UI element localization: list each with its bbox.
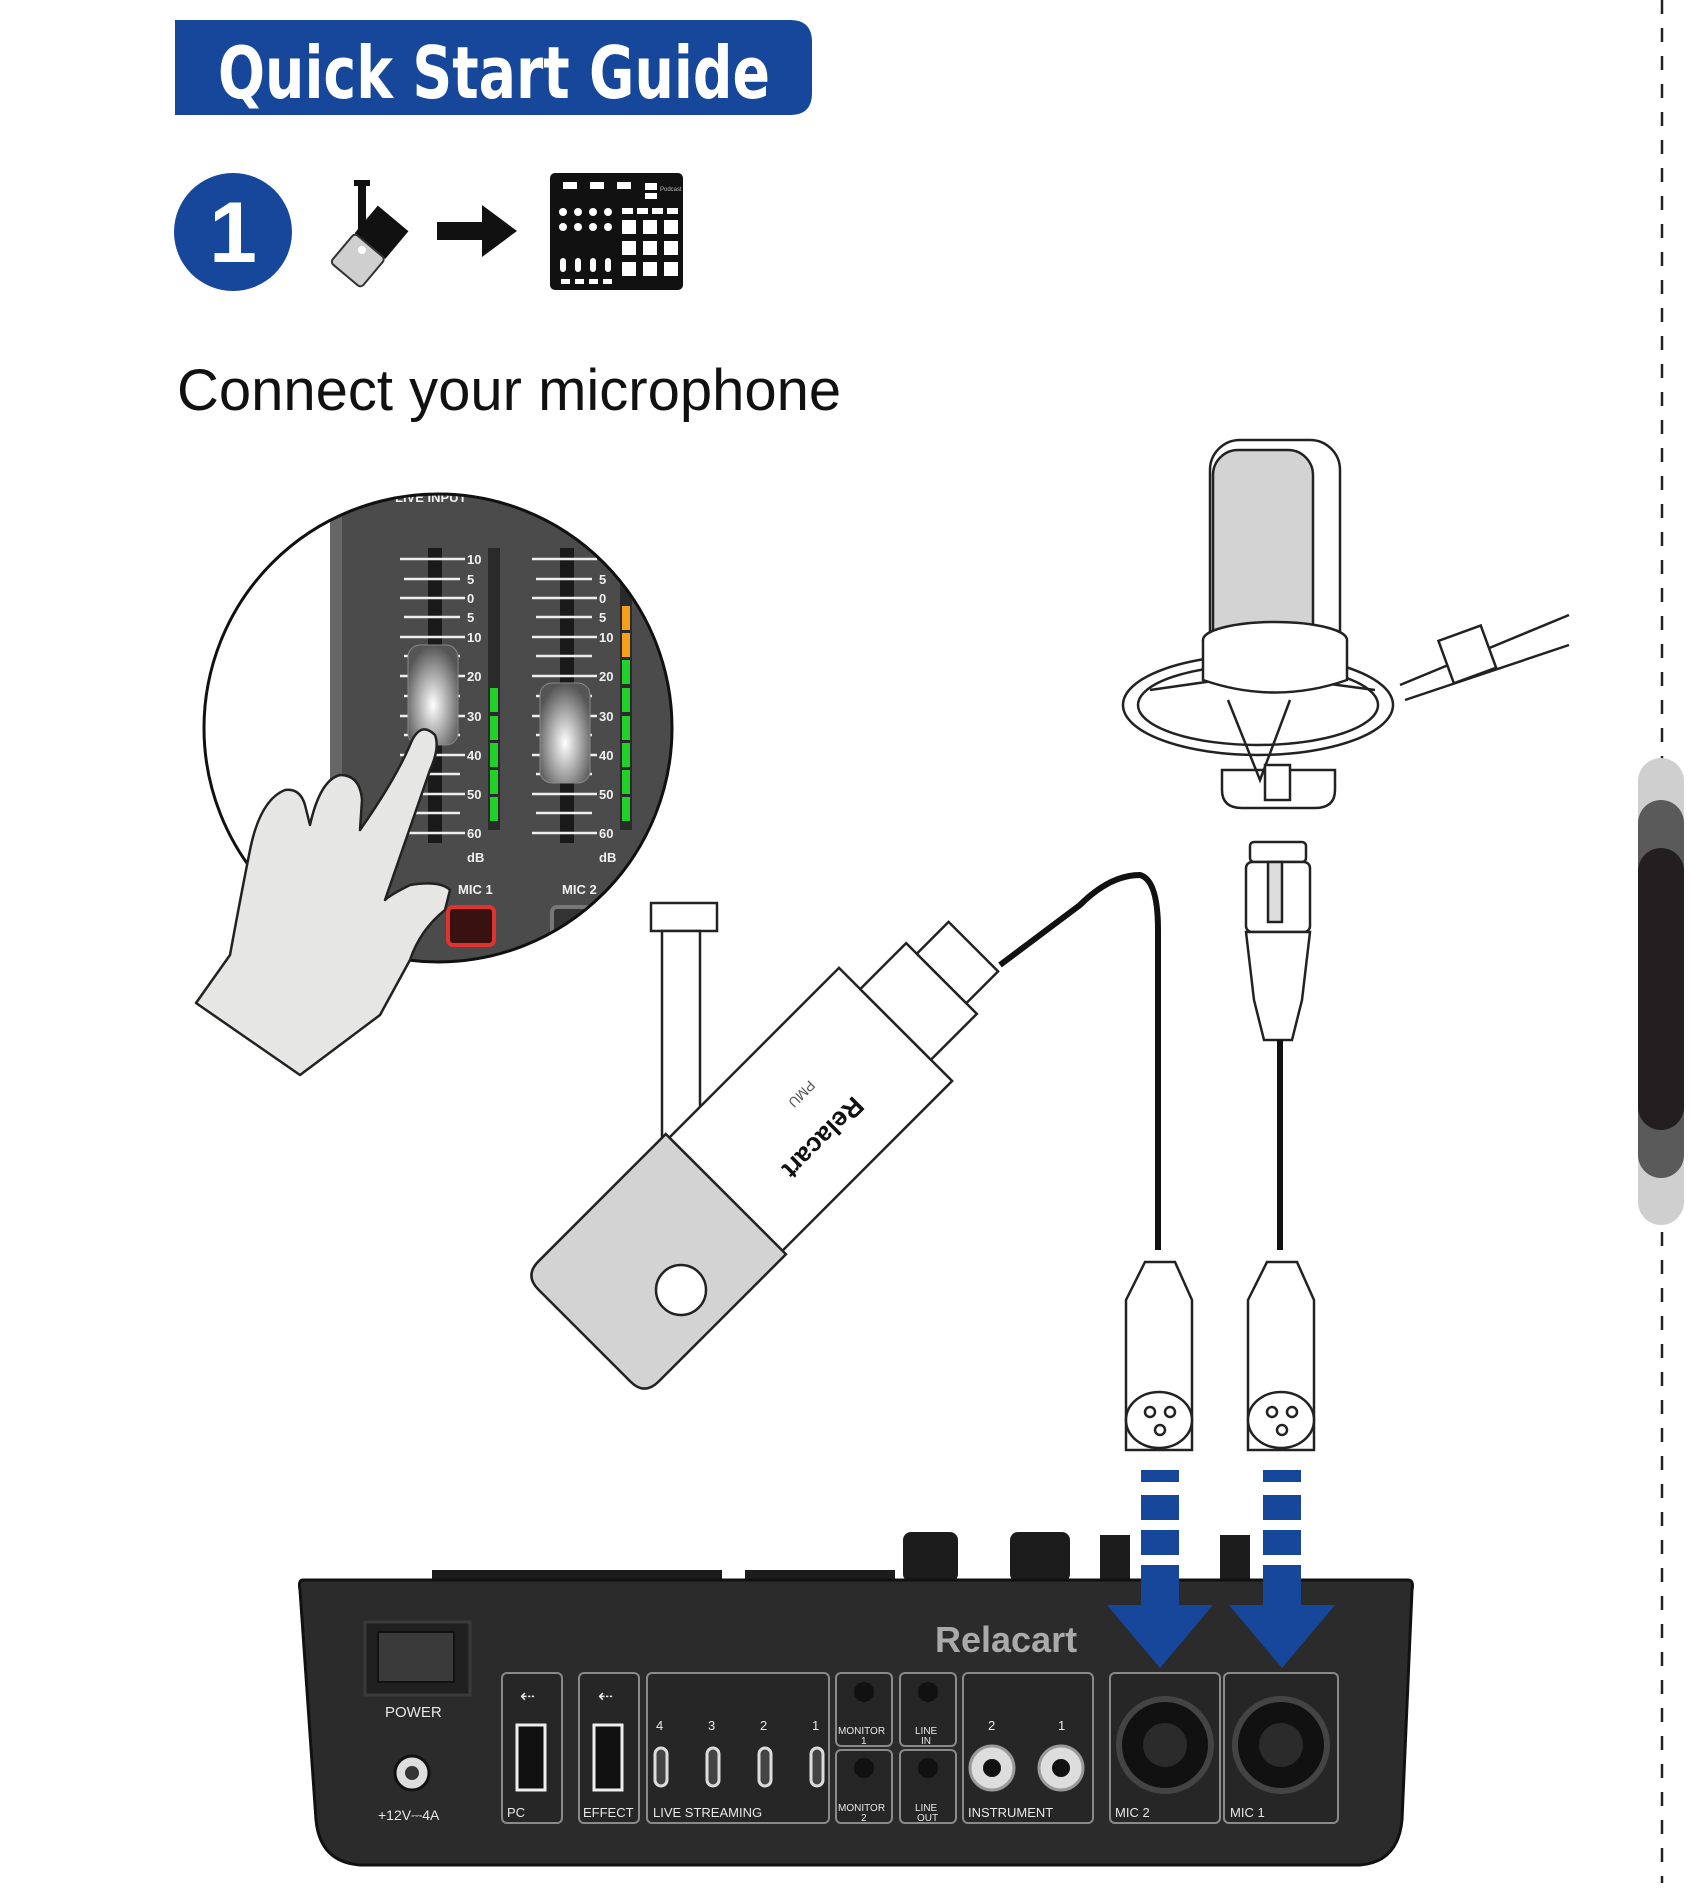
dynamic-microphone: Relacart PMU — [530, 901, 1000, 1390]
scale-label: 5 — [599, 610, 606, 625]
port-number: 1 — [812, 1718, 819, 1733]
port-number: 2 — [760, 1718, 767, 1733]
scale-unit: dB — [599, 850, 616, 865]
mixer-rear-panel: Relacart POWER +12V⎓4A ⇠ ⇠ PC EFFECT LIV… — [297, 1532, 1414, 1867]
channel-label-mic-1: MIC 1 — [458, 882, 493, 897]
port-number: 1 — [1058, 1718, 1065, 1733]
scale-label: 10 — [467, 552, 481, 567]
power-switch[interactable] — [377, 1631, 455, 1683]
hand-illustration — [194, 728, 452, 1077]
scale-label: 60 — [599, 826, 613, 841]
level-meter-mic-2 — [622, 606, 630, 821]
port-number: 3 — [708, 1718, 715, 1733]
scale-label: 20 — [467, 669, 481, 684]
scale-label: 0 — [599, 591, 606, 606]
mixer-brand: Relacart — [935, 1619, 1077, 1660]
power-label: POWER — [385, 1704, 442, 1721]
microphone-icon — [330, 180, 409, 288]
xlr-cable-mic-2 — [998, 871, 1161, 1250]
level-meter-mic-1 — [490, 688, 498, 821]
port-label-line-in-sub: IN — [921, 1736, 931, 1747]
port-label-effect: EFFECT — [583, 1805, 634, 1820]
usb-icon: ⇠ — [520, 1686, 535, 1706]
port-label-line-out: LINE — [915, 1803, 938, 1814]
port-label-pc: PC — [507, 1805, 525, 1820]
channel-label-mic-2: MIC 2 — [562, 882, 597, 897]
port-label-mic-1: MIC 1 — [1230, 1805, 1265, 1820]
scale-label: 5 — [599, 572, 606, 587]
xlr-male-connector-left — [1124, 1260, 1194, 1452]
usb-port-pc[interactable] — [515, 1723, 547, 1792]
condenser-microphone — [1121, 438, 1570, 810]
title-banner: Quick Start Guide — [175, 20, 812, 115]
port-label-monitor-2: MONITOR — [838, 1803, 885, 1814]
scale-label: 30 — [467, 709, 481, 724]
port-label-monitor-2-number: 2 — [861, 1813, 867, 1824]
mixer-icon-brand: Podcast — [660, 187, 682, 193]
scale-label: 0 — [467, 591, 474, 606]
monitor-1-jack[interactable] — [854, 1682, 874, 1702]
scale-label: 5 — [467, 610, 474, 625]
xlr-female-connector — [1244, 840, 1312, 1042]
port-label-monitor-1: MONITOR — [838, 1726, 885, 1737]
scale-label: 40 — [599, 748, 613, 763]
scrollbar[interactable] — [1638, 758, 1684, 1225]
port-label-mic-2: MIC 2 — [1115, 1805, 1150, 1820]
insert-arrow-mic-1 — [1229, 1470, 1335, 1668]
port-label-instrument: INSTRUMENT — [968, 1805, 1053, 1820]
section-label: LIVE INPUT — [395, 490, 467, 505]
port-number: 2 — [988, 1718, 995, 1733]
usb-c-port-4[interactable] — [653, 1746, 669, 1788]
mute-button-mic-2[interactable] — [550, 905, 600, 947]
fader-knob-mic-2[interactable] — [539, 682, 591, 784]
scale-label: 40 — [467, 748, 481, 763]
scale-label: 50 — [467, 787, 481, 802]
scale-label: 30 — [599, 709, 613, 724]
xlr-male-connector-right — [1246, 1260, 1316, 1452]
podcast-mixer-icon: Podcast — [550, 173, 683, 290]
scale-label: 10 — [467, 630, 481, 645]
line-out-jack[interactable] — [918, 1758, 938, 1778]
insert-arrow-mic-2 — [1107, 1470, 1213, 1668]
usb-c-port-3[interactable] — [705, 1746, 721, 1788]
page-title: Quick Start Guide — [218, 31, 770, 115]
scale-label: 5 — [467, 572, 474, 587]
monitor-2-jack[interactable] — [854, 1758, 874, 1778]
scale-label: 10 — [599, 630, 613, 645]
port-label-line-in: LINE — [915, 1726, 938, 1737]
scale-label: 50 — [599, 787, 613, 802]
step-badge: 1 — [174, 173, 292, 291]
mute-button-mic-1[interactable] — [446, 905, 496, 947]
step-number: 1 — [209, 185, 257, 281]
scale-label: 60 — [467, 826, 481, 841]
usb-c-port-2[interactable] — [757, 1746, 773, 1788]
port-label-line-out-sub: OUT — [917, 1813, 938, 1824]
usb-icon: ⇠ — [598, 1686, 613, 1706]
scale-label: 20 — [599, 669, 613, 684]
port-number: 4 — [656, 1718, 663, 1733]
fader-knob-mic-1[interactable] — [407, 644, 459, 746]
port-label-live-streaming: LIVE STREAMING — [653, 1805, 762, 1820]
instruction-text: Connect your microphone — [177, 358, 841, 423]
scale-unit: dB — [467, 850, 484, 865]
port-label-monitor-1-number: 1 — [861, 1736, 867, 1747]
usb-c-port-1[interactable] — [809, 1746, 825, 1788]
line-in-jack[interactable] — [918, 1682, 938, 1702]
scrollbar-thumb[interactable] — [1638, 848, 1684, 1130]
arrow-right-icon — [437, 205, 517, 257]
usb-port-effect[interactable] — [592, 1723, 624, 1792]
dc-label: +12V⎓4A — [378, 1807, 440, 1823]
